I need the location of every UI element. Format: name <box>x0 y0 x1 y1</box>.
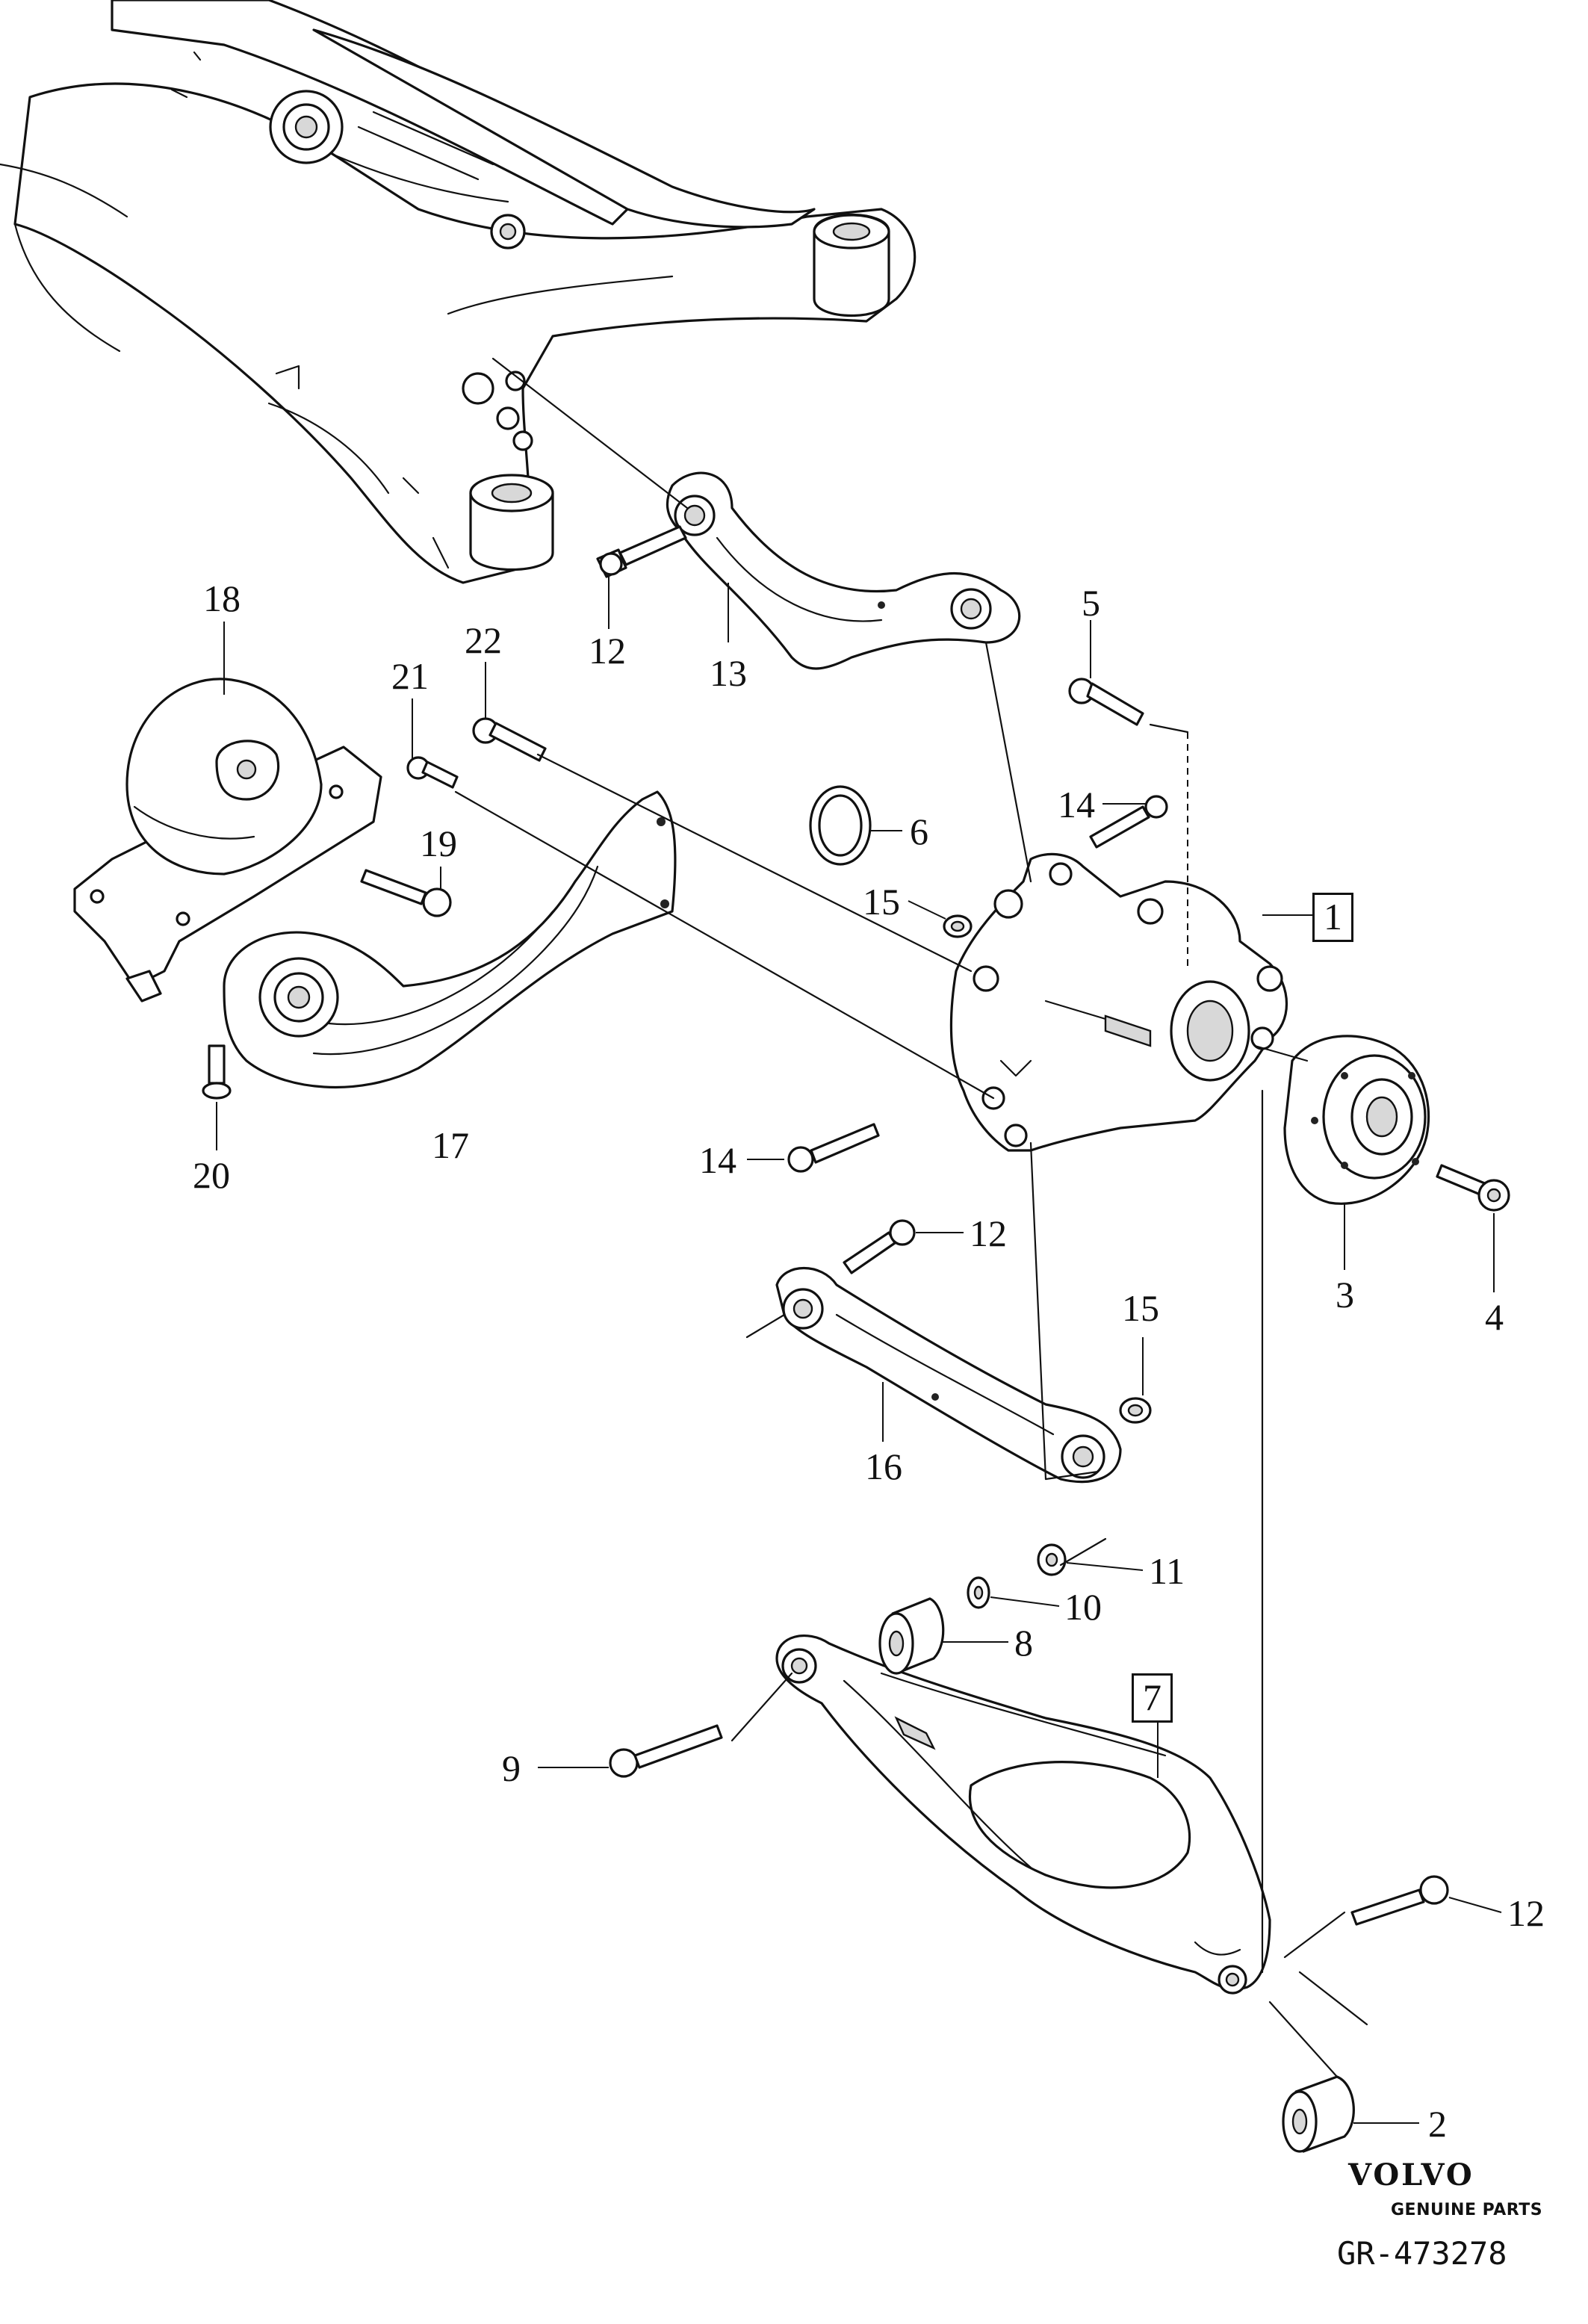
callout-20: 20 <box>193 1154 230 1196</box>
callout-18: 18 <box>203 577 241 619</box>
drawing-number: GR-473278 <box>1337 2235 1507 2272</box>
callout-17: 17 <box>432 1124 469 1166</box>
bolt-14-upper <box>1089 795 1168 849</box>
hub-bolt <box>1436 1164 1510 1212</box>
callout-22: 22 <box>465 619 502 661</box>
callout-5: 5 <box>1082 582 1100 624</box>
washer <box>967 1576 990 1609</box>
callout-11: 11 <box>1149 1550 1185 1592</box>
seal-ring <box>809 785 872 866</box>
callout-12-middle: 12 <box>970 1212 1007 1254</box>
nut-15-lower <box>1119 1397 1152 1424</box>
callout-15-lower: 15 <box>1122 1287 1159 1329</box>
callout-7: 7 <box>1132 1673 1173 1723</box>
nut-15-upper <box>943 914 973 938</box>
callout-4: 4 <box>1485 1296 1504 1338</box>
callout-15-upper: 15 <box>863 881 900 923</box>
callout-13: 13 <box>710 652 747 694</box>
callout-14-upper: 14 <box>1058 784 1095 825</box>
bolt-22 <box>472 717 547 762</box>
callout-16: 16 <box>865 1445 902 1487</box>
bolt-19 <box>360 869 452 917</box>
bolt-5 <box>1068 678 1144 726</box>
bushing-8 <box>878 1597 945 1675</box>
callout-2: 2 <box>1428 2103 1447 2145</box>
brand-logo: VOLVO <box>1348 2157 1474 2193</box>
toe-link <box>775 1267 1122 1484</box>
callout-9: 9 <box>502 1747 521 1789</box>
callout-3: 3 <box>1336 1274 1354 1316</box>
callout-19: 19 <box>420 822 457 864</box>
callout-1: 1 <box>1312 893 1353 942</box>
callout-12-upper: 12 <box>589 630 626 672</box>
wheel-knuckle <box>949 852 1288 1152</box>
callout-12-lower: 12 <box>1507 1892 1545 1934</box>
callout-21: 21 <box>391 655 429 697</box>
callout-8: 8 <box>1014 1622 1033 1664</box>
leader-lines <box>216 357 1502 2124</box>
callout-10: 10 <box>1064 1586 1102 1628</box>
brand-tagline: GENUINE PARTS <box>1391 2201 1543 2219</box>
bolt-9 <box>609 1724 723 1778</box>
upper-control-arm <box>666 471 1021 670</box>
nut-11 <box>1037 1543 1067 1576</box>
bolt-21 <box>406 756 459 789</box>
bolt-14-lower <box>787 1123 880 1173</box>
bolt-12-middle <box>843 1219 916 1274</box>
rear-subframe <box>0 0 916 584</box>
callout-6: 6 <box>910 811 928 852</box>
trailing-arm <box>223 790 677 1089</box>
bolt-20 <box>202 1044 232 1100</box>
callout-14-lower: 14 <box>699 1139 736 1181</box>
bushing-2 <box>1282 2075 1355 2153</box>
bolt-12-upper <box>596 525 687 578</box>
lower-control-arm <box>775 1634 1271 1995</box>
wheel-hub <box>1283 1035 1430 1205</box>
bolt-12-lower <box>1350 1875 1449 1926</box>
spring-seat-bracket <box>73 678 382 1003</box>
